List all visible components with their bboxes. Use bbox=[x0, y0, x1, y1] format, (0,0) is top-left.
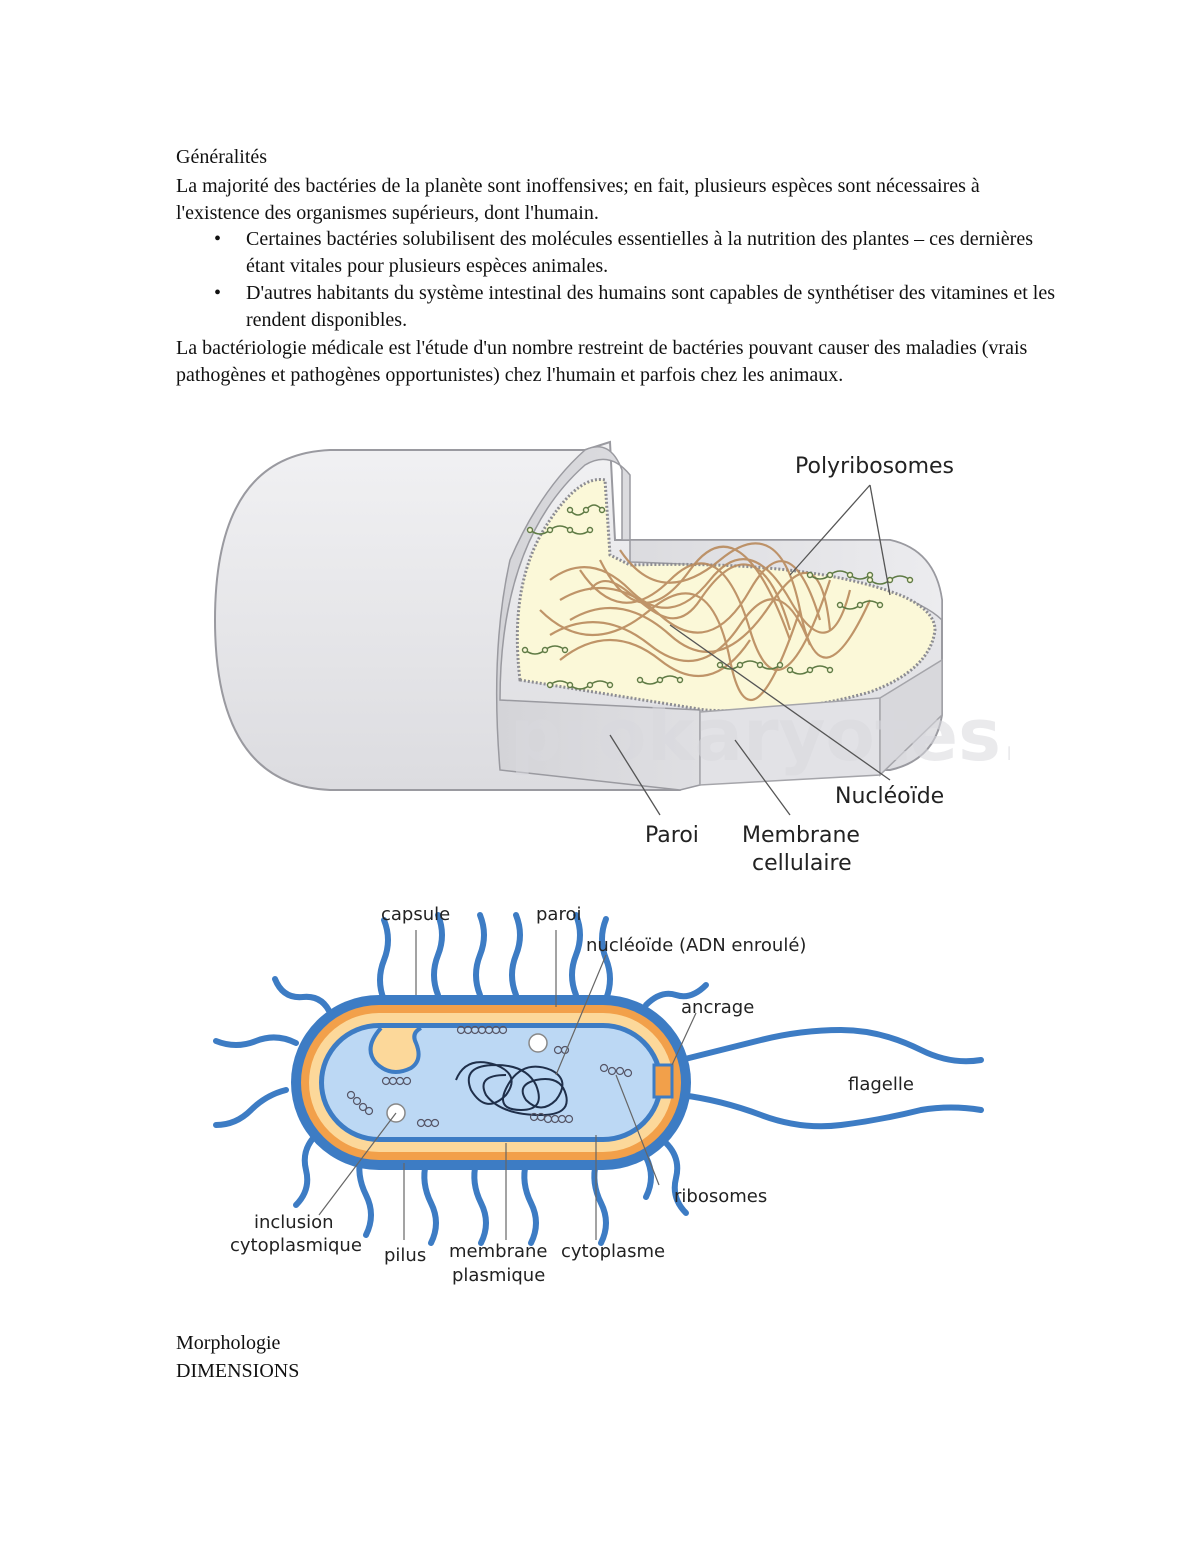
label-paroi: Paroi bbox=[645, 823, 699, 848]
cut-wall-edge bbox=[879, 658, 943, 777]
nucleoid-dna bbox=[455, 1061, 568, 1117]
label-membrane-line2: plasmique bbox=[452, 1265, 545, 1286]
label-membrane-line1: membrane bbox=[449, 1241, 547, 1262]
label-capsule: capsule bbox=[381, 904, 450, 925]
ribosome-clusters bbox=[346, 1025, 633, 1128]
label-paroi: paroi bbox=[536, 904, 581, 925]
watermark: prokaryotes.ca bbox=[510, 693, 1010, 777]
label-cytoplasme: cytoplasme bbox=[561, 1241, 665, 1262]
bullet-list: • Certaines bactéries solubilisent des mo… bbox=[176, 226, 1056, 334]
label-inclusion-line2: cytoplasmique bbox=[230, 1235, 362, 1256]
bullet-text: Certaines bactéries solubilisent des mol… bbox=[246, 228, 1033, 277]
bullet-item: • D'autres habitants du système intestina… bbox=[176, 280, 1056, 334]
cytoplasm-area bbox=[515, 478, 937, 713]
label-membrane-line1: Membrane bbox=[742, 823, 860, 848]
figure2-leader-lines bbox=[318, 930, 697, 1240]
label-ancrage: ancrage bbox=[681, 997, 754, 1018]
pili bbox=[213, 912, 709, 1246]
intro-paragraph: La majorité des bactéries de la planète … bbox=[176, 175, 980, 224]
ribosome-dots bbox=[521, 506, 914, 689]
medical-paragraph: La bactériologie médicale est l'étude d'… bbox=[176, 337, 1028, 386]
inclusion-granule bbox=[528, 1033, 548, 1053]
cut-face bbox=[495, 446, 943, 791]
label-ribosomes: ribosomes bbox=[674, 1186, 767, 1207]
figure-cutaway-bacterium: prokaryotes.ca Polyribosomes Nucléoïde P… bbox=[213, 440, 1010, 876]
bullet-item: • Certaines bactéries solubilisent des mo… bbox=[176, 226, 1056, 280]
flagella bbox=[678, 1026, 984, 1130]
bullet-dot-icon: • bbox=[214, 282, 222, 304]
section-heading-generalites: Généralités bbox=[176, 146, 268, 168]
label-nucleoide: Nucléoïde bbox=[835, 784, 944, 809]
bullet-text: D'autres habitants du système intestinal… bbox=[246, 282, 1055, 331]
section-heading-dimensions: DIMENSIONS bbox=[176, 1360, 300, 1382]
figure-bacterium-schema: capsule paroi nucléoïde (ADN enroulé) an… bbox=[213, 904, 984, 1286]
label-polyribosomes: Polyribosomes bbox=[795, 454, 954, 479]
label-nucleoide: nucléoïde (ADN enroulé) bbox=[586, 935, 806, 956]
membrane-fold bbox=[368, 1026, 422, 1074]
flagellum-anchor bbox=[652, 1063, 674, 1099]
label-membrane-line2: cellulaire bbox=[752, 851, 852, 876]
label-flagelle: flagelle bbox=[848, 1074, 914, 1095]
bullet-dot-icon: • bbox=[214, 228, 222, 250]
label-inclusion-line1: inclusion bbox=[254, 1212, 334, 1233]
figure1-leader-lines bbox=[609, 484, 891, 816]
section-heading-morphologie: Morphologie bbox=[176, 1332, 281, 1354]
label-pilus: pilus bbox=[384, 1245, 426, 1266]
